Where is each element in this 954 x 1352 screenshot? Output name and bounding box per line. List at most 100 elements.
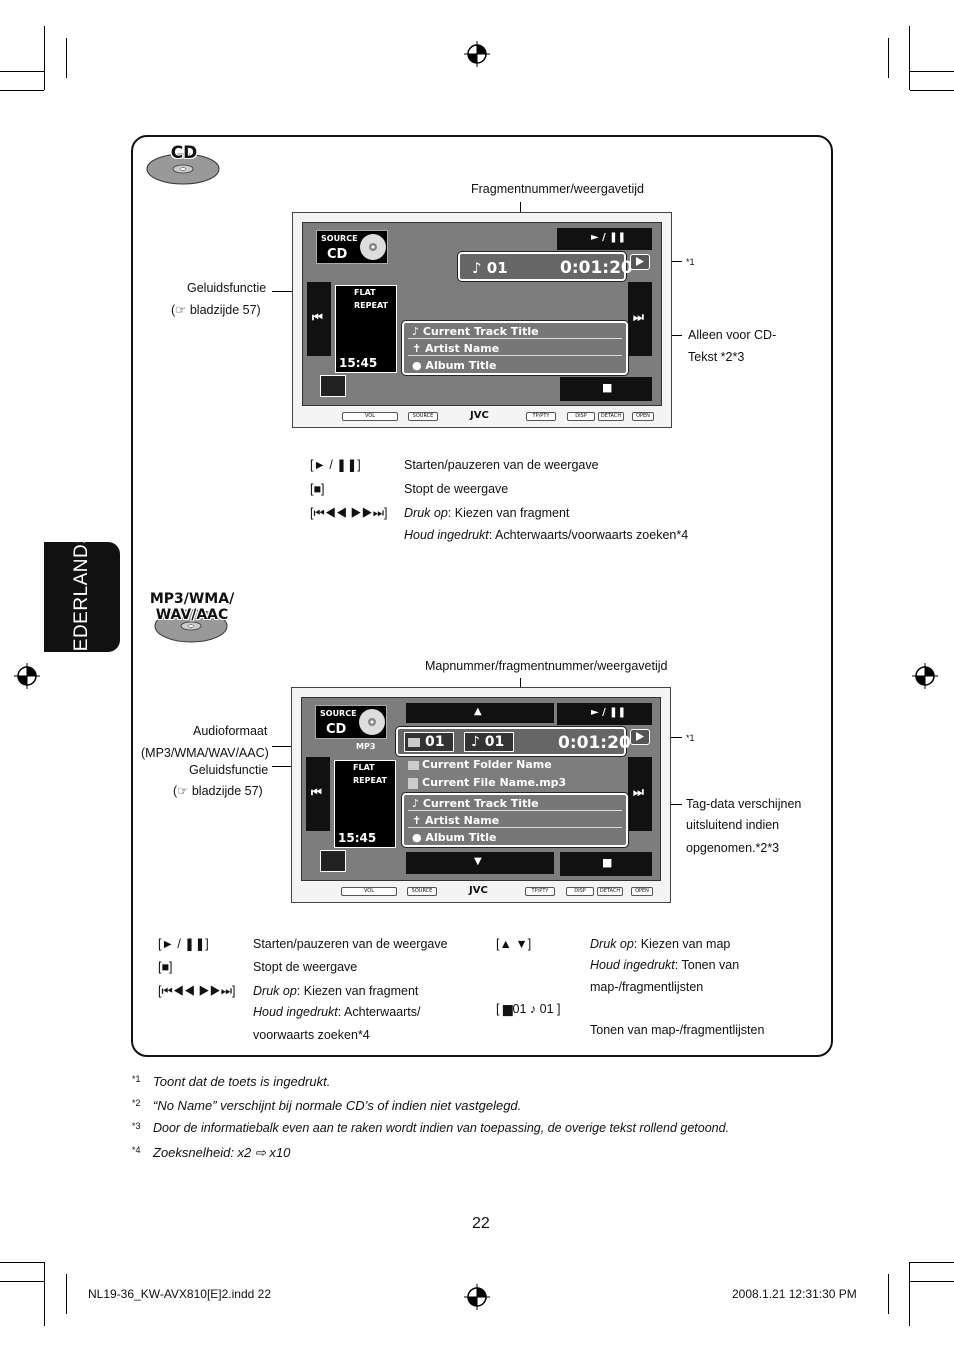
folder-up-button[interactable]: ▲	[406, 703, 554, 723]
play-time: 0:01:20	[560, 258, 633, 278]
cd-text-callout: Tekst *2*3	[688, 350, 745, 364]
track-title-row: ♪ Current Track Title	[408, 796, 622, 811]
pressed-indicator-note: *1	[686, 733, 695, 743]
folder-name: Current Folder Name	[422, 758, 552, 771]
control-key: [► / ❚❚]	[158, 937, 209, 951]
folder-number-box[interactable]: 01	[404, 732, 454, 752]
control-desc: : Kiezen van fragment	[447, 506, 570, 520]
vol-button[interactable]: VOL	[342, 412, 398, 421]
play-time: 0:01:20	[558, 733, 631, 753]
cd-text-info-box[interactable]: ♪ Current Track Title ✝ Artist Name ● Al…	[402, 321, 628, 375]
source-button[interactable]: SOURCE CD	[315, 705, 387, 739]
cd-disc-icon	[146, 143, 220, 185]
disc-icon	[360, 234, 386, 260]
footnote-text: Door de informatiebalk even aan te raken…	[153, 1121, 730, 1135]
track-title-row: ♪ Current Track Title	[408, 324, 622, 339]
open-button[interactable]: OPEN	[632, 412, 654, 421]
control-desc-row: Houd ingedrukt: Achterwaarts/	[253, 1002, 420, 1023]
source-button[interactable]: SOURCE CD	[316, 230, 388, 264]
detach-label: DETACH	[600, 413, 622, 419]
detach-button[interactable]: DETACH	[598, 412, 624, 421]
next-icon: ⏭	[633, 310, 644, 324]
format-label: MP3	[356, 742, 376, 751]
audio-format-callout: Audioformaat	[193, 724, 268, 738]
source-hw-button[interactable]: SOURCE	[407, 887, 437, 896]
track-number-box[interactable]: ♪ 01	[464, 732, 514, 752]
track-time-callout: Fragmentnummer/weergavetijd	[471, 182, 644, 196]
control-desc-emphasis: Druk op	[590, 937, 634, 951]
clock: 15:45	[339, 356, 378, 370]
language-tab: NEDERLANDS	[44, 531, 120, 665]
folder-number: 01	[425, 734, 445, 750]
footnote-mark: *1	[132, 1074, 141, 1084]
tag-data-callout: uitsluitend indien	[686, 818, 780, 832]
prev-button[interactable]: ⏮	[307, 282, 331, 356]
crop-mark	[44, 1262, 45, 1326]
next-button[interactable]: ⏭	[628, 757, 652, 831]
disp-button[interactable]: DISP	[567, 412, 595, 421]
control-desc-row: Druk op: Kiezen van fragment	[404, 503, 569, 524]
play-pause-label: ► / ❚❚	[591, 707, 627, 718]
clock: 15:45	[338, 831, 377, 845]
jvc-logo: JVC	[470, 410, 489, 421]
disp-label: DISP	[574, 888, 586, 894]
artist-name-row: ✝ Artist Name	[408, 341, 622, 356]
control-desc-row: Houd ingedrukt: Tonen van	[590, 955, 739, 976]
control-desc-row: Houd ingedrukt: Achterwaarts/voorwaarts …	[404, 525, 688, 546]
control-desc-row: Druk op: Kiezen van map	[590, 934, 730, 955]
tp-pty-button[interactable]: TP/PTY	[525, 887, 555, 896]
folder-icon	[408, 738, 420, 747]
track-time-display: ♪ 01 0:01:20	[458, 252, 633, 281]
control-desc: : Achterwaarts/voorwaarts zoeken*4	[488, 528, 689, 542]
repeat-mode: REPEAT	[354, 301, 388, 310]
stop-button[interactable]: ■	[560, 852, 652, 876]
sound-info-box[interactable]: FLAT REPEAT 15:45	[335, 285, 397, 373]
control-desc-emphasis: Houd ingedrukt	[253, 1005, 338, 1019]
crop-mark	[0, 1281, 44, 1282]
folder-name-row: Current Folder Name	[408, 758, 628, 774]
control-desc: Tonen van map-/fragmentlijsten	[590, 1023, 765, 1037]
crop-mark	[909, 26, 910, 90]
stop-button[interactable]: ■	[560, 377, 652, 401]
next-icon: ⏭	[633, 785, 644, 799]
source-hw-label: SOURCE	[411, 888, 433, 894]
content-panel	[131, 135, 833, 1057]
disc-list-icon[interactable]	[320, 850, 346, 872]
language-tab-label: NEDERLANDS	[71, 530, 92, 666]
control-key: [■]	[158, 960, 173, 974]
mp3-disc-label: MP3/WMA/	[149, 591, 235, 607]
prev-button[interactable]: ⏮	[306, 757, 330, 831]
disp-button[interactable]: DISP	[566, 887, 594, 896]
file-icon	[408, 778, 418, 789]
crop-mark	[0, 71, 44, 72]
vol-button[interactable]: VOL	[341, 887, 397, 896]
slug-date: 2008.1.21 12:31:30 PM	[732, 1287, 857, 1301]
crop-mark	[66, 38, 67, 78]
play-pause-button[interactable]: ► / ❚❚	[557, 703, 652, 725]
tp-pty-button[interactable]: TP/PTY	[526, 412, 556, 421]
play-pause-button[interactable]: ► / ❚❚	[557, 228, 652, 250]
sound-function-page-ref: (☞ bladzijde 57)	[171, 303, 261, 317]
up-icon: ▲	[474, 706, 482, 717]
detach-button[interactable]: DETACH	[597, 887, 623, 896]
source-name: CD	[327, 247, 348, 262]
play-indicator-icon	[630, 729, 650, 745]
folder-down-button[interactable]: ▼	[406, 852, 554, 874]
disc-list-icon[interactable]	[320, 375, 346, 397]
source-hw-button[interactable]: SOURCE	[408, 412, 438, 421]
artist-name-row: ✝ Artist Name	[408, 813, 622, 828]
crop-mark	[910, 90, 954, 91]
detach-label: DETACH	[599, 888, 621, 894]
track-number: ♪ 01	[471, 734, 505, 750]
mp3-disc-icon	[154, 592, 228, 644]
crop-mark	[44, 26, 45, 90]
open-button[interactable]: OPEN	[631, 887, 653, 896]
down-icon: ▼	[474, 856, 482, 867]
crop-mark	[910, 1281, 954, 1282]
next-button[interactable]: ⏭	[628, 282, 652, 356]
tag-info-box[interactable]: ♪ Current Track Title ✝ Artist Name ● Al…	[402, 793, 628, 847]
stop-icon: ■	[602, 856, 613, 869]
open-label: OPEN	[635, 888, 649, 894]
sound-info-box[interactable]: FLAT REPEAT 15:45	[334, 760, 396, 848]
pressed-indicator-note: *1	[686, 257, 695, 267]
